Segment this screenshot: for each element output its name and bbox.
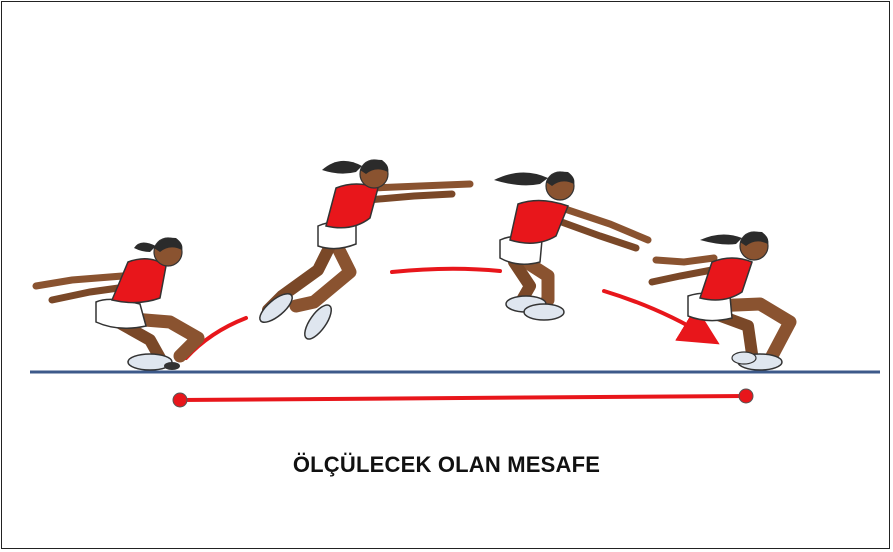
measured-distance-caption: ÖLÇÜLECEK OLAN MESAFE	[292, 452, 601, 477]
measure-start-dot	[172, 392, 188, 408]
athlete-takeoff-jump	[259, 159, 474, 340]
measure-end-dot	[738, 388, 754, 404]
athlete-crouch-start	[32, 237, 205, 371]
athlete-landing-crouch	[648, 231, 797, 371]
trajectory-arrow-descent	[602, 289, 720, 345]
athlete-tucked-flight	[494, 171, 652, 321]
measure-line	[179, 394, 747, 402]
trajectory-segment-top	[390, 266, 502, 274]
